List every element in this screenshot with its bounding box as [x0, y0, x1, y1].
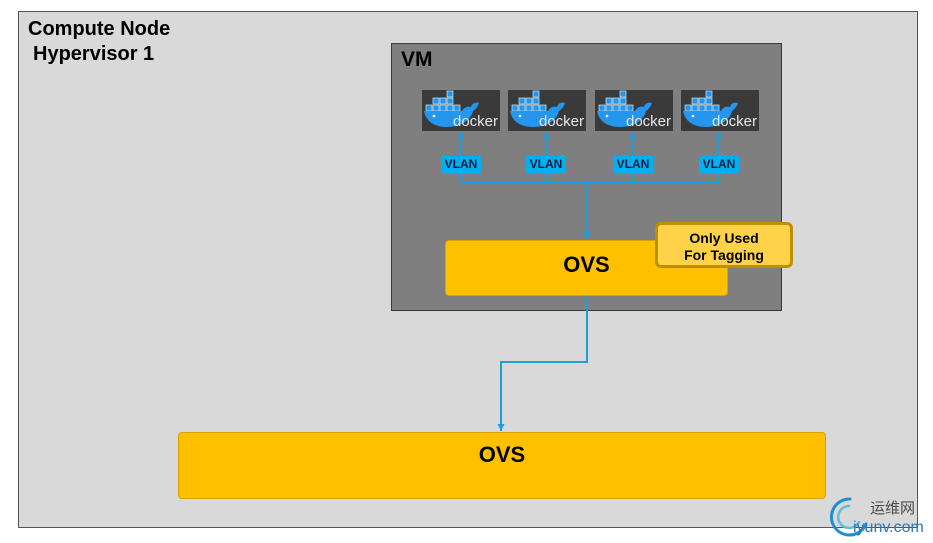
docker-logo-text: docker: [712, 113, 758, 130]
hypervisor-label: Hypervisor 1: [33, 43, 155, 65]
tagging-callout: Only Used For Tagging: [655, 222, 793, 268]
docker-container-2: docker: [508, 90, 586, 131]
vlan-tag-3: VLAN: [613, 156, 653, 173]
host-ovs-box: OVS: [178, 432, 826, 499]
watermark-name: 运维网: [870, 500, 916, 517]
host-ovs-label: OVS: [478, 442, 526, 467]
callout-line-2: For Tagging: [684, 247, 764, 263]
docker-logo-text: docker: [453, 113, 499, 130]
iyunv-logo-icon: [829, 497, 868, 537]
docker-logo-text: docker: [539, 113, 585, 130]
docker-logo-text: docker: [626, 113, 672, 130]
vlan-tag-2: VLAN: [526, 156, 566, 173]
docker-container-3: docker: [595, 90, 673, 131]
callout-line-1: Only Used: [689, 230, 759, 246]
watermark-site: iyunv.com: [853, 519, 924, 536]
docker-container-4: docker: [681, 90, 759, 131]
vm-ovs-box: OVS: [445, 240, 728, 296]
vm-label: VM: [401, 48, 433, 71]
compute-node-title: Compute Node: [28, 18, 171, 40]
vm-ovs-label: OVS: [563, 252, 610, 277]
docker-container-1: docker: [422, 90, 500, 131]
vlan-tag-4: VLAN: [699, 156, 739, 173]
vlan-tag-1: VLAN: [441, 156, 481, 173]
